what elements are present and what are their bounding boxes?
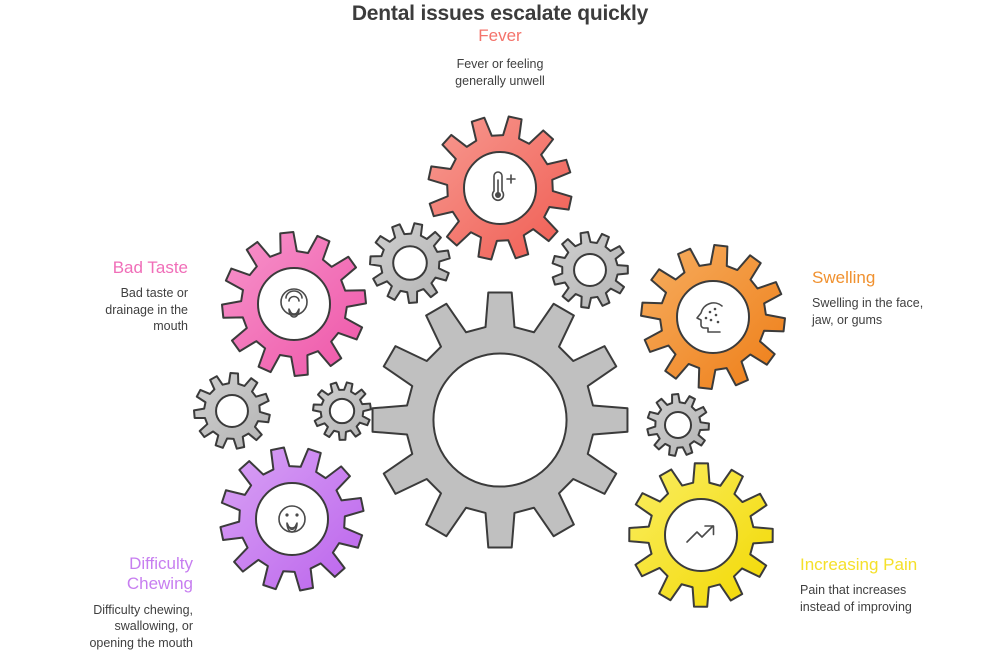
node-desc-bad-taste: Bad taste or drainage in the mouth [105,286,188,334]
filler-gear-5 [646,393,710,457]
page-title: Dental issues escalate quickly [351,2,649,25]
mouth-tongue-icon [280,288,308,318]
node-label-swelling: Swelling Swelling in the face, jaw, or g… [812,268,992,328]
filler-gear-4 [312,381,372,441]
node-title-increasing-pain: Increasing Pain [800,555,918,574]
gear-bad-taste[interactable] [221,231,367,377]
node-title-swelling: Swelling [812,268,876,287]
filler-gear-2 [551,231,629,309]
node-desc-swelling: Swelling in the face, jaw, or gums [812,296,924,327]
node-desc-fever: Fever or feeling generally unwell [455,57,545,88]
thermometer-plus-icon [491,171,516,202]
node-title-bad-taste: Bad Taste [112,258,188,277]
filler-gears [193,222,710,457]
gear-swelling[interactable] [640,244,786,390]
filler-gear-1 [369,222,451,304]
filler-gear-3 [193,372,271,450]
node-title-difficulty-chewing: Difficulty Chewing [126,554,193,594]
gear-increasing-pain[interactable] [628,462,774,608]
node-label-bad-taste: Bad Taste Bad taste or drainage in the m… [28,258,188,335]
node-desc-increasing-pain: Pain that increases instead of improving [800,583,912,614]
rising-trend-arrow-icon [686,525,715,543]
node-desc-difficulty-chewing: Difficulty chewing, swallowing, or openi… [89,602,193,650]
node-label-increasing-pain: Increasing Pain Pain that increases inst… [800,555,990,615]
gear-fever[interactable] [427,115,573,261]
gear-difficulty-chewing[interactable] [219,446,365,592]
node-label-difficulty-chewing: Difficulty Chewing Difficulty chewing, s… [18,554,193,651]
face-open-mouth-icon [278,505,306,533]
swollen-face-profile-icon [696,302,723,333]
node-title-fever: Fever [478,26,522,45]
node-label-fever: Fever Fever or feeling generally unwell [350,26,650,89]
central-gear [371,291,629,549]
